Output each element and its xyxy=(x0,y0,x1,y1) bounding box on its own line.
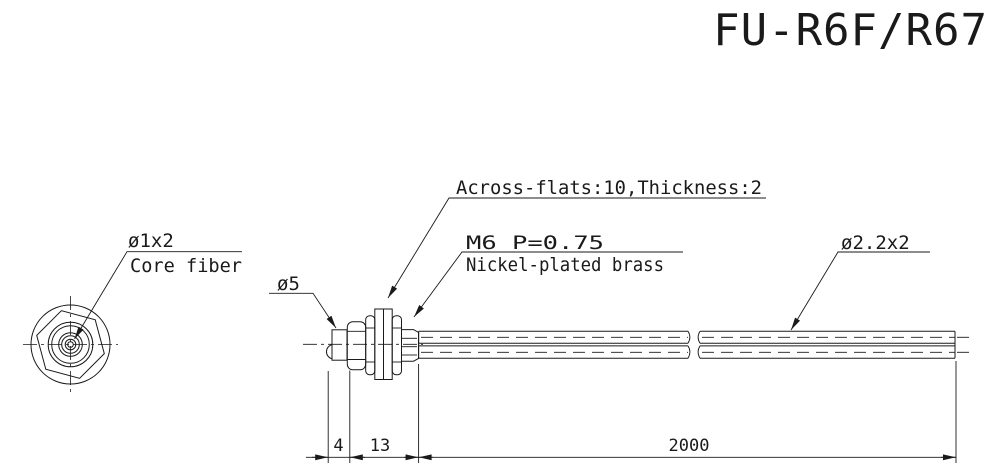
cable-diameter-label: ø2.2x2 xyxy=(841,232,910,254)
core-fiber-caption: Core fiber xyxy=(130,255,242,277)
across-flats-label: Across-flats:10,Thickness:2 xyxy=(456,177,762,199)
tip-diameter-leader-line xyxy=(269,292,337,329)
nut-right-collar xyxy=(391,315,403,376)
cable-diameter-leader-line xyxy=(790,251,930,331)
nut-left-collar xyxy=(365,315,376,376)
cable-right-segment xyxy=(697,330,969,359)
drawing-title: FU-R6F/R67 xyxy=(713,5,988,56)
side-view xyxy=(303,308,969,380)
core-fiber-callout: ø1x2 Core fiber xyxy=(74,230,242,340)
thread-spec-label: M6 P=0.75 xyxy=(466,232,604,254)
core-outer-circle xyxy=(64,338,77,351)
cable-break-start xyxy=(697,331,701,359)
core-fiber-diameter-label: ø1x2 xyxy=(128,230,174,252)
outer-flange-circle xyxy=(30,304,111,385)
tip-cylinder xyxy=(331,329,348,361)
m6-thread-section xyxy=(401,329,420,362)
across-flats-leader-line xyxy=(387,197,766,299)
body-hex-section xyxy=(346,321,367,371)
tip-diameter-label: ø5 xyxy=(277,273,300,295)
core-fiber-leader-line xyxy=(74,251,242,340)
tip-length-dimension: 4 xyxy=(333,436,343,456)
cable-break-end xyxy=(687,331,691,359)
ferrule-circle xyxy=(58,332,83,357)
sleeve-inner-circle xyxy=(51,325,90,364)
thread-spec-leader-line xyxy=(413,251,683,318)
front-view xyxy=(23,296,118,393)
callouts: Across-flats:10,Thickness:2 M6 P=0.75 Ni… xyxy=(269,177,930,331)
fiber-tip-end xyxy=(326,344,333,360)
cable-left-segment xyxy=(418,330,691,359)
material-label: Nickel-plated brass xyxy=(466,254,664,276)
sleeve-circle xyxy=(47,321,94,368)
ferrule-inner-circle xyxy=(61,335,80,354)
hex-nut-outline xyxy=(36,310,105,379)
cable-length-dimension: 2000 xyxy=(669,436,710,456)
dimensions: 4 13 2000 xyxy=(306,361,957,463)
core-circle xyxy=(67,341,74,348)
thread-length-dimension: 13 xyxy=(370,436,390,456)
